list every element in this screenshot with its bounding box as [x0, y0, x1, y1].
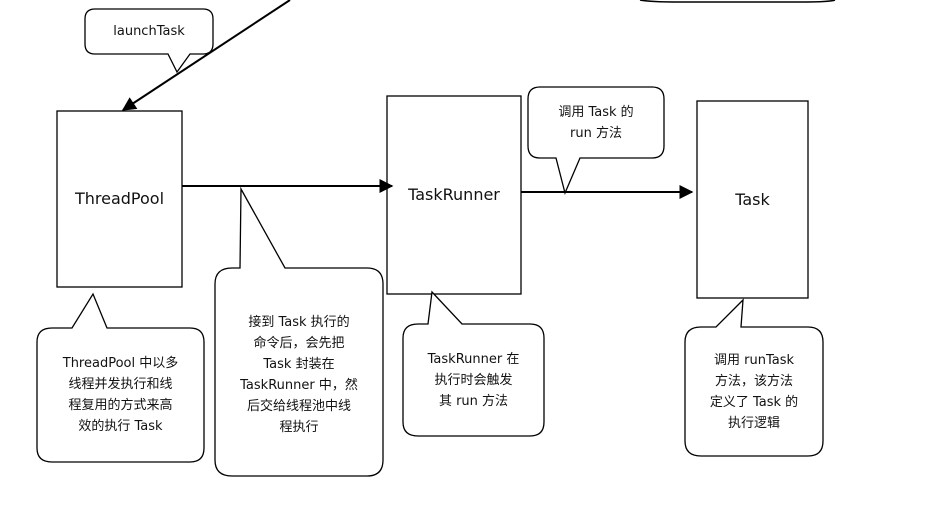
callout-threadpool-note-shape	[36, 292, 205, 463]
callout-launch-text: launchTask	[113, 24, 185, 39]
task-label: Task	[735, 189, 770, 209]
callout-task-note-text: 调用 runTask 方法，该方法 定义了 Task 的 执行逻辑	[709, 352, 799, 431]
callout-receive-note-text: 接到 Task 执行的 命令后，会先把 Task 封装在 TaskRunner …	[240, 315, 358, 435]
threadpool-label: ThreadPool	[74, 189, 165, 208]
callout-launch-shape	[84, 8, 214, 74]
callout-runner-note-text: TaskRunner 在 执行时会触发 其 run 方法	[427, 351, 520, 409]
partial-shape-top-right	[639, 0, 836, 3]
taskrunner-box	[386, 95, 522, 295]
task-box	[696, 100, 809, 299]
callout-runner-note-shape	[402, 290, 545, 437]
threadpool-box	[56, 110, 183, 288]
incoming-arrow	[121, 0, 291, 111]
callout-task-note-shape	[684, 298, 824, 457]
callout-call-run-text: 调用 Task 的 run 方法	[558, 104, 634, 141]
callout-call-run-shape	[527, 86, 665, 196]
callout-receive-note-shape	[214, 186, 384, 477]
taskrunner-label: TaskRunner	[408, 185, 500, 204]
callout-threadpool-note-text: ThreadPool 中以多 线程并发执行和线 程复用的方式来高 效的执行 Ta…	[62, 356, 179, 434]
